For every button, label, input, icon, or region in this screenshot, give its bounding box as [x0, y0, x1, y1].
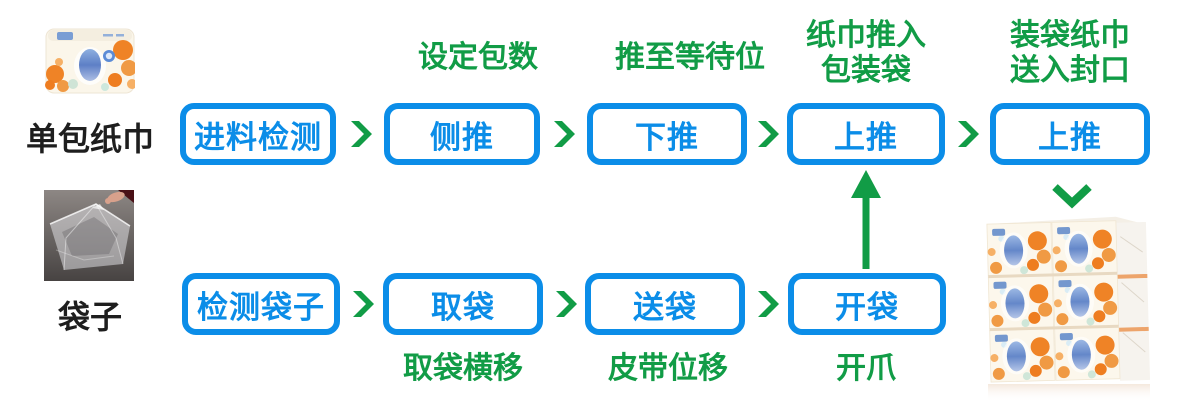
note-set-pack-count: 设定包数 [418, 40, 538, 75]
arrow-down-icon [1052, 184, 1092, 209]
arrow-right-icon [554, 121, 575, 147]
step-open-bag: 开袋 [788, 273, 946, 335]
arrow-right-icon [351, 121, 372, 147]
arrow-up-icon [851, 170, 881, 269]
arrow-right-icon [353, 291, 374, 317]
note-push-to-wait: 推至等待位 [615, 40, 765, 75]
step-detect-bag: 检测袋子 [182, 273, 340, 335]
row-label-tissue: 单包纸巾 [25, 120, 154, 158]
note-open-claw: 开爪 [836, 351, 896, 386]
note-bagged-to-seal: 装袋纸巾 送入封口 [1010, 18, 1130, 88]
arrow-right-icon [958, 121, 979, 147]
note-take-bag-traverse: 取袋横移 [403, 351, 523, 386]
step-take-bag: 取袋 [383, 273, 543, 335]
row-label-bag: 袋子 [57, 298, 122, 336]
step-send-bag: 送袋 [585, 273, 745, 335]
tissue-pack-photo [45, 28, 135, 94]
arrow-right-icon [556, 291, 577, 317]
note-tissue-into-bag: 纸巾推入 包装袋 [806, 18, 926, 88]
arrow-right-icon [758, 121, 779, 147]
step-up-push-2: 上推 [990, 103, 1150, 165]
arrow-right-icon [758, 291, 779, 317]
step-up-push-1: 上推 [787, 103, 945, 165]
step-feed-detect: 进料检测 [180, 103, 336, 165]
step-side-push: 侧推 [384, 103, 540, 165]
note-belt-shift: 皮带位移 [608, 351, 728, 386]
plastic-bag-photo [44, 190, 134, 281]
step-down-push: 下推 [587, 103, 747, 165]
tissue-stack-photo [986, 216, 1151, 402]
